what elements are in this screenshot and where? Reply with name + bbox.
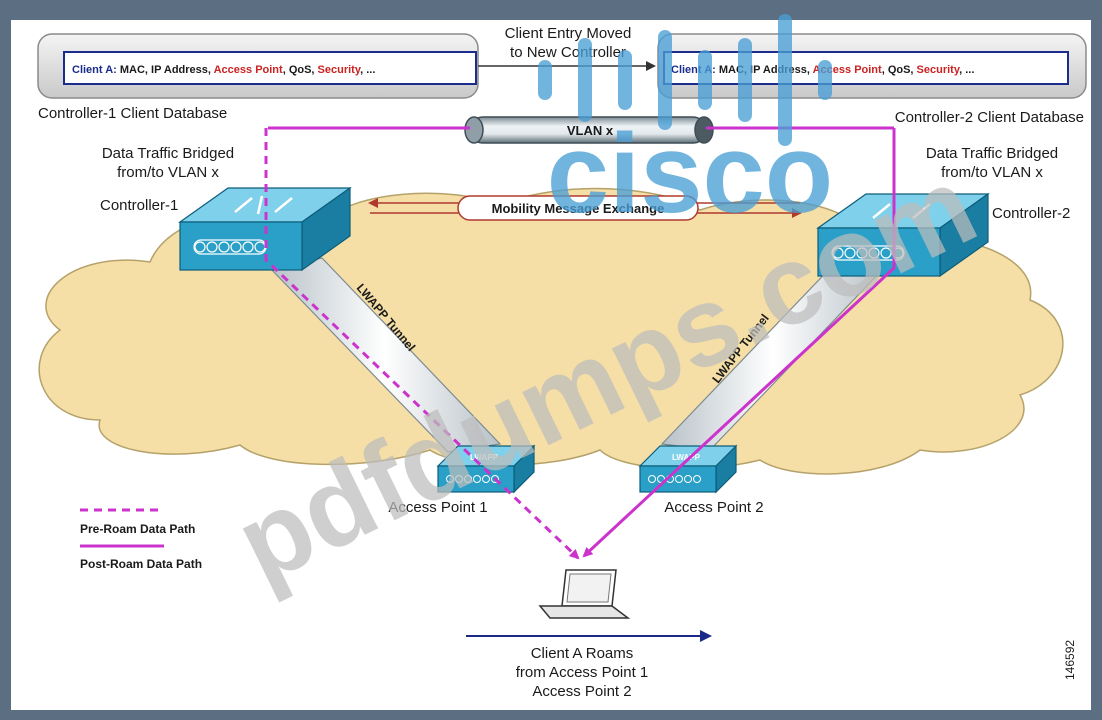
access-point-2-label: Access Point 2 [664, 499, 763, 516]
controller-1-database-caption: Controller-1 Client Database [38, 105, 227, 122]
access-point-2-badge: LWAPP [672, 453, 701, 462]
legend: Pre-Roam Data Path Post-Roam Data Path [80, 508, 202, 571]
client-entry-box-left [63, 51, 477, 85]
vlan-label: VLAN x [567, 123, 614, 138]
pre-roam-data-path [264, 128, 580, 560]
controller-2-database: Client A: MAC, IP Address, Access Point,… [657, 33, 1087, 99]
entry-moved-caption-line-1: Client Entry Moved [505, 25, 632, 42]
post-roam-data-path [582, 128, 896, 558]
cisco-watermark-text: cisco [547, 111, 833, 236]
controller-2 [816, 192, 990, 278]
controller-1-database: Client A: MAC, IP Address, Access Point,… [37, 33, 479, 99]
client-roam-caption-line-2: from Access Point 1 [516, 664, 649, 681]
access-point-1: LWAPP [436, 444, 536, 494]
access-point-1-ports [446, 475, 499, 483]
mobility-label: Mobility Message Exchange [492, 201, 665, 216]
client-roam-caption-line-1: Client A Roams [531, 645, 634, 662]
controller-1-arrows-icon [234, 195, 293, 215]
client-entry-box-right [663, 51, 1069, 85]
access-point-1-label: Access Point 1 [388, 499, 487, 516]
bridge-label-left-line-1: Data Traffic Bridged [102, 145, 234, 162]
cisco-watermark: cisco [538, 14, 833, 236]
bridge-label-right-line-1: Data Traffic Bridged [926, 145, 1058, 162]
cisco-bars-icon [538, 14, 832, 146]
bridge-label-left-line-2: from/to VLAN x [117, 164, 219, 181]
controller-2-ports [831, 245, 905, 261]
client-roam-caption-line-3: Access Point 2 [532, 683, 631, 700]
controller-2-label: Controller-2 [992, 205, 1070, 222]
access-point-2: LWAPP [638, 444, 738, 494]
vlan-tube: VLAN x [464, 116, 714, 144]
access-point-1-badge: LWAPP [470, 453, 499, 462]
figure-id: 146592 [1063, 640, 1077, 680]
legend-post-roam-label: Post-Roam Data Path [80, 557, 202, 571]
client-entry-left: Client A: MAC, IP Address, Access Point,… [72, 64, 375, 76]
legend-pre-roam-label: Pre-Roam Data Path [80, 522, 195, 536]
controller-2-arrows-icon [872, 203, 931, 219]
mobility-exchange: Mobility Message Exchange [368, 195, 802, 221]
controller-1-label: Controller-1 [100, 197, 178, 214]
bridge-label-right-line-2: from/to VLAN x [941, 164, 1043, 181]
laptop-icon [538, 569, 631, 619]
entry-moved-caption-line-2: to New Controller [510, 44, 626, 61]
mobility-label-box [457, 195, 699, 221]
controller-2-database-caption: Controller-2 Client Database [895, 109, 1084, 126]
